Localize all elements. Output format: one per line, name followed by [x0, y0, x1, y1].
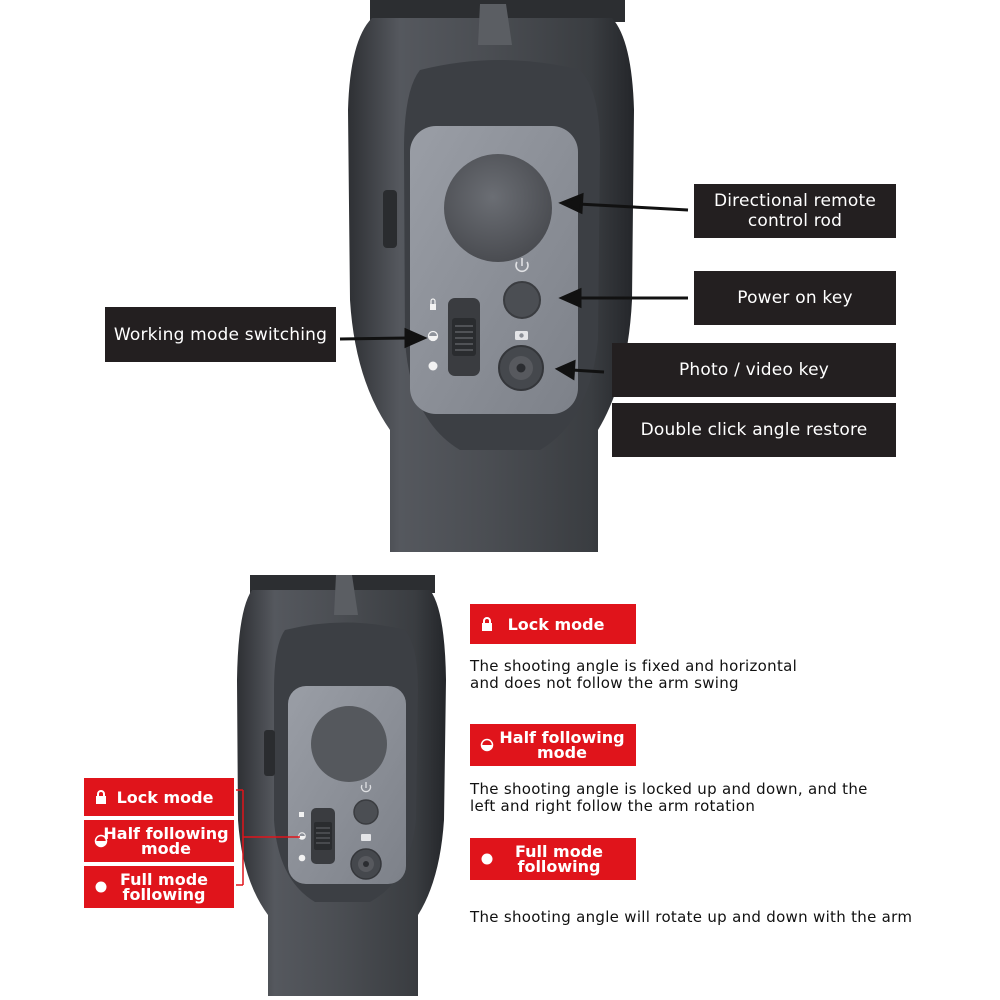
right-mode-full-label: Full mode following [514, 842, 604, 876]
right-mode-half-label: Half following mode [499, 728, 625, 762]
half-circle-icon [480, 738, 494, 752]
lock-icon [482, 617, 492, 631]
joystick [444, 154, 552, 262]
label-power-key: Power on key [694, 271, 896, 325]
right-mode-lock: Lock mode [470, 604, 636, 644]
left-mode-full: Full mode following [84, 866, 234, 908]
left-mode-full-label: Full mode following [119, 870, 209, 904]
left-mode-half-label: Half following mode [103, 824, 229, 858]
right-mode-half: Half following mode [470, 724, 636, 766]
left-mode-lock: Lock mode [84, 778, 234, 816]
power-key [503, 281, 541, 319]
right-mode-full-desc: The shooting angle will rotate up and do… [470, 908, 913, 926]
left-mode-lock-label: Lock mode [116, 787, 214, 807]
gimbal-handle-top [339, 0, 689, 552]
right-mode-lock-label: Lock mode [507, 614, 605, 634]
left-mode-half: Half following mode [84, 820, 234, 862]
label-angle-restore: Double click angle restore [612, 403, 896, 457]
lock-icon [96, 790, 106, 804]
dot-icon [95, 881, 107, 893]
label-photo-video-key: Photo / video key [612, 343, 896, 397]
right-mode-full: Full mode following [470, 838, 636, 880]
right-mode-half-desc: The shooting angle is locked up and down… [470, 780, 868, 815]
right-mode-lock-desc: The shooting angle is fixed and horizont… [470, 657, 798, 692]
label-working-mode: Working mode switching [105, 307, 336, 362]
dot-icon [481, 853, 493, 865]
half-circle-icon [94, 834, 108, 848]
label-directional-rod: Directional remote control rod [694, 184, 896, 238]
